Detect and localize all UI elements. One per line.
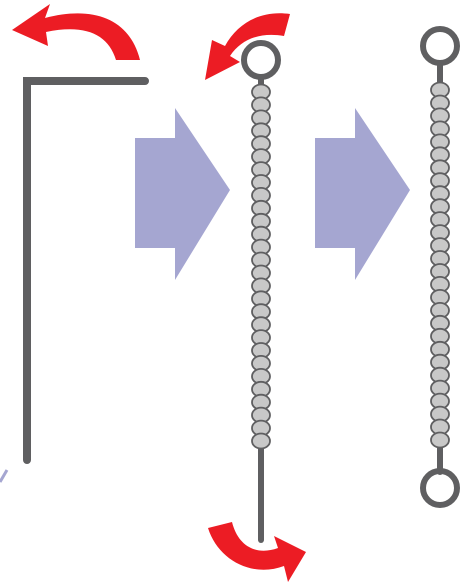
bend-arrow-top-loop (205, 13, 290, 81)
top-loop-step-3 (420, 26, 460, 66)
step-arrow-1-shape (135, 108, 230, 280)
top-loop-step-2 (241, 40, 281, 80)
step-1-bent-wire (0, 77, 149, 483)
step-arrow-1 (135, 108, 230, 280)
bead (251, 432, 271, 450)
beads-step-2 (251, 83, 271, 450)
bead (430, 431, 450, 449)
step-arrow-2-shape (315, 108, 410, 280)
bend-arrow-bottom (208, 522, 306, 582)
bend-arrow-bottom-body (208, 522, 306, 582)
bottom-loop-step-3 (420, 468, 460, 508)
step-3-beaded-wire (420, 26, 460, 508)
bend-arrow-top-left-body (12, 4, 140, 60)
beads-step-3 (430, 81, 450, 449)
small-mark-line (0, 469, 9, 483)
bend-arrow-top-left (12, 4, 140, 60)
step-2-beaded-wire (241, 40, 281, 543)
step-arrow-2 (315, 108, 410, 280)
bent-wire (23, 77, 149, 464)
bend-arrow-top-loop-body (205, 13, 290, 81)
